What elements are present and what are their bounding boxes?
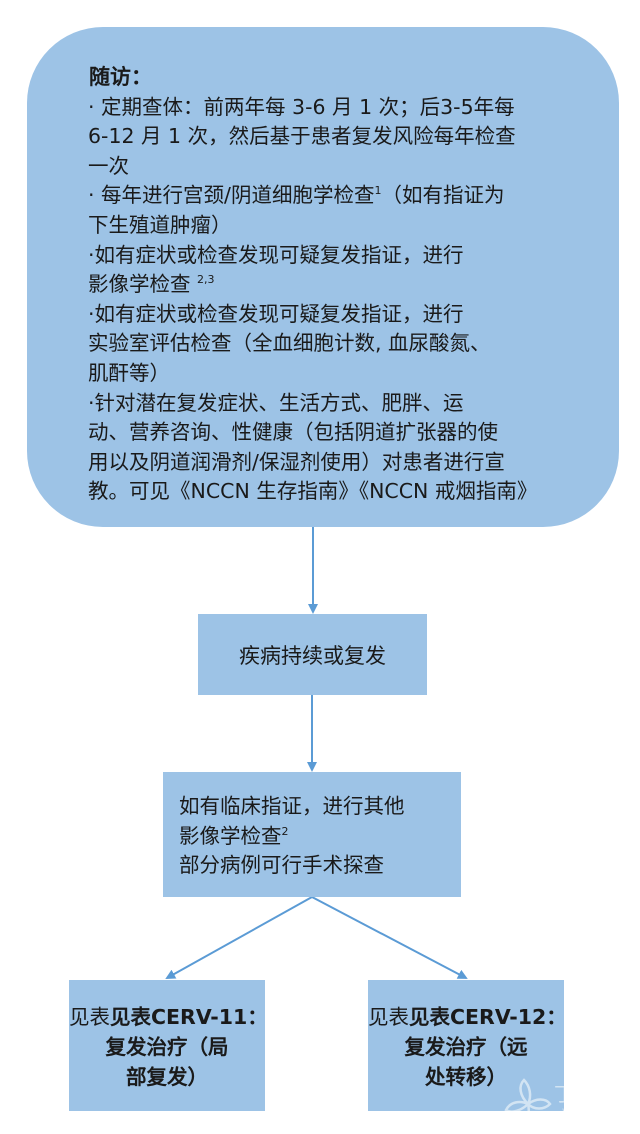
watermark-name: 丁香园: [554, 1082, 617, 1106]
outcome-ref-line: 见表见表CERV-12：: [368, 1002, 567, 1032]
watermark-url: www.dxy.cn: [562, 1106, 621, 1117]
outcome-local-recurrence: 见表见表CERV-11： 复发治疗（局 部复发）: [69, 980, 268, 1111]
outcome-ref: 见表CERV-11: [110, 1005, 248, 1029]
imaging-line: 影像学检查2: [179, 822, 461, 852]
imaging-line-text: 影像学检查: [179, 823, 282, 848]
followup-line: 6-12 月 1 次，然后基于患者复发风险每年检查: [88, 124, 516, 149]
followup-line-text: 影像学检查: [88, 272, 198, 297]
watermark: 丁香园 www.dxy.cn: [500, 1074, 632, 1130]
arrow-imaging-to-local: [165, 896, 313, 979]
outcome-ref-prefix: 见表: [368, 1005, 409, 1029]
followup-line: 动、营养咨询、性健康（包括阴道扩张器的使: [88, 420, 498, 445]
outcome-line: 处转移）: [425, 1065, 507, 1089]
followup-title: 随访：: [89, 65, 152, 89]
followup-box: 随访： · 定期查体：前两年每 3-6 月 1 次；后3-5年每 6-12 月 …: [27, 27, 619, 527]
reference-marker: 1: [374, 184, 382, 198]
followup-line-text: （如有指证为: [381, 183, 505, 208]
outcome-ref-line: 见表见表CERV-11：: [69, 1002, 268, 1032]
outcome-ref-prefix: 见表: [69, 1005, 110, 1029]
followup-line: · 定期查体：前两年每 3-6 月 1 次；后3-5年每: [88, 94, 515, 119]
followup-line: 教。可见《NCCN 生存指南》《NCCN 戒烟指南》: [88, 479, 538, 504]
outcome-ref: 见表CERV-12: [409, 1005, 547, 1029]
outcome-ref-suffix: ：: [247, 1005, 268, 1029]
persistence-label: 疾病持续或复发: [239, 643, 386, 668]
outcome-line: 复发治疗（局: [105, 1035, 229, 1059]
followup-line: ·针对潜在复发症状、生活方式、肥胖、运: [88, 390, 464, 415]
outcome-ref-suffix: ：: [546, 1005, 567, 1029]
imaging-box: 如有临床指证，进行其他 影像学检查2 部分病例可行手术探查: [163, 772, 461, 897]
imaging-line: 部分病例可行手术探查: [179, 853, 384, 877]
persistence-box: 疾病持续或复发: [198, 614, 427, 695]
reference-marker: 2: [281, 824, 289, 838]
followup-line-text: · 每年进行宫颈/阴道细胞学检查: [88, 183, 375, 208]
followup-line: ·如有症状或检查发现可疑复发指证，进行: [88, 242, 464, 267]
outcome-line: 复发治疗（远: [404, 1035, 528, 1059]
followup-line: 一次: [88, 153, 129, 178]
reference-marker: 2,3: [197, 273, 215, 287]
followup-line: ·如有症状或检查发现可疑复发指证，进行: [88, 301, 464, 326]
followup-line: 下生殖道肿瘤）: [88, 212, 232, 237]
arrow-imaging-to-distant: [311, 896, 468, 979]
followup-line: 实验室评估检查（全血细胞计数, 血尿酸氮、: [88, 331, 491, 356]
followup-line: · 每年进行宫颈/阴道细胞学检查1（如有指证为: [88, 181, 601, 211]
outcome-distant-metastasis: 见表见表CERV-12： 复发治疗（远 处转移）: [368, 980, 567, 1111]
imaging-line: 如有临床指证，进行其他: [179, 794, 405, 818]
flower-icon: [504, 1078, 552, 1128]
outcome-line: 部复发）: [126, 1065, 208, 1089]
followup-line: 用以及阴道润滑剂/保湿剂使用）对患者进行宣: [88, 449, 505, 474]
followup-line: 影像学检查 2,3: [88, 270, 601, 300]
followup-line: 肌酐等）: [88, 360, 170, 385]
